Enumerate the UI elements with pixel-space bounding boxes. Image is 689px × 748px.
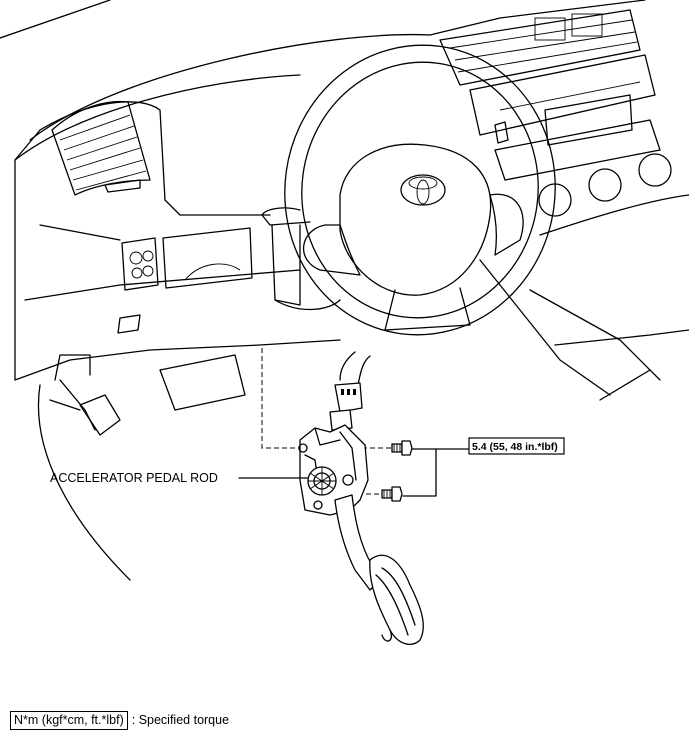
left-switch-panel bbox=[117, 227, 253, 334]
toyota-logo bbox=[400, 174, 446, 206]
torque-legend: N*m (kgf*cm, ft.*lbf) : Specified torque bbox=[10, 710, 229, 730]
torque-value-text: 5.4 (55, 48 in.*lbf) bbox=[472, 441, 558, 453]
center-console bbox=[439, 9, 672, 217]
mounting-bolt-upper bbox=[391, 440, 413, 456]
footrest bbox=[37, 354, 246, 581]
torque-leader-lines bbox=[402, 448, 470, 497]
accelerator-pedal-assembly bbox=[298, 424, 424, 645]
torque-value-box bbox=[468, 437, 565, 455]
left-air-vent bbox=[51, 100, 151, 196]
accelerator-pedal-rod-label: ACCELERATOR PEDAL ROD bbox=[50, 471, 218, 485]
steering-wheel bbox=[261, 44, 556, 336]
mounting-bolt-lower bbox=[381, 486, 403, 502]
wire-harness-connector bbox=[329, 351, 371, 431]
legend-description: : Specified torque bbox=[131, 713, 230, 727]
pedal-rod-hub bbox=[307, 466, 337, 496]
legend-unit-box: N*m (kgf*cm, ft.*lbf) bbox=[10, 710, 128, 730]
